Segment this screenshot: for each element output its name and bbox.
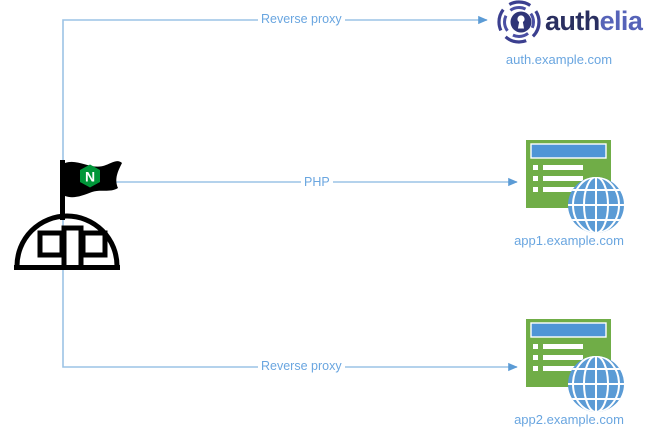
caption-app2-example-com: app2.example.com	[514, 412, 624, 427]
edge-reverse-proxy-app2	[62, 182, 518, 372]
caption-auth-example-com: auth.example.com	[505, 52, 613, 67]
nginx-flag-letter: N	[85, 169, 95, 185]
edge-label-reverse-proxy-app2: Reverse proxy	[258, 359, 345, 373]
web-app-icon-app2	[526, 319, 624, 412]
edge-label-php: PHP	[301, 175, 333, 189]
authelia-wordmark-prefix: auth	[545, 6, 600, 36]
authelia-wordmark: authelia	[545, 6, 643, 36]
caption-app1-example-com: app1.example.com	[514, 233, 624, 248]
authelia-logo-icon	[497, 0, 541, 44]
web-app-icon-app1	[526, 140, 624, 233]
edge-reverse-proxy-auth	[62, 15, 488, 182]
authelia-wordmark-suffix: elia	[599, 6, 643, 36]
nginx-server-icon: N	[14, 160, 122, 270]
edge-label-reverse-proxy-auth: Reverse proxy	[258, 12, 345, 26]
